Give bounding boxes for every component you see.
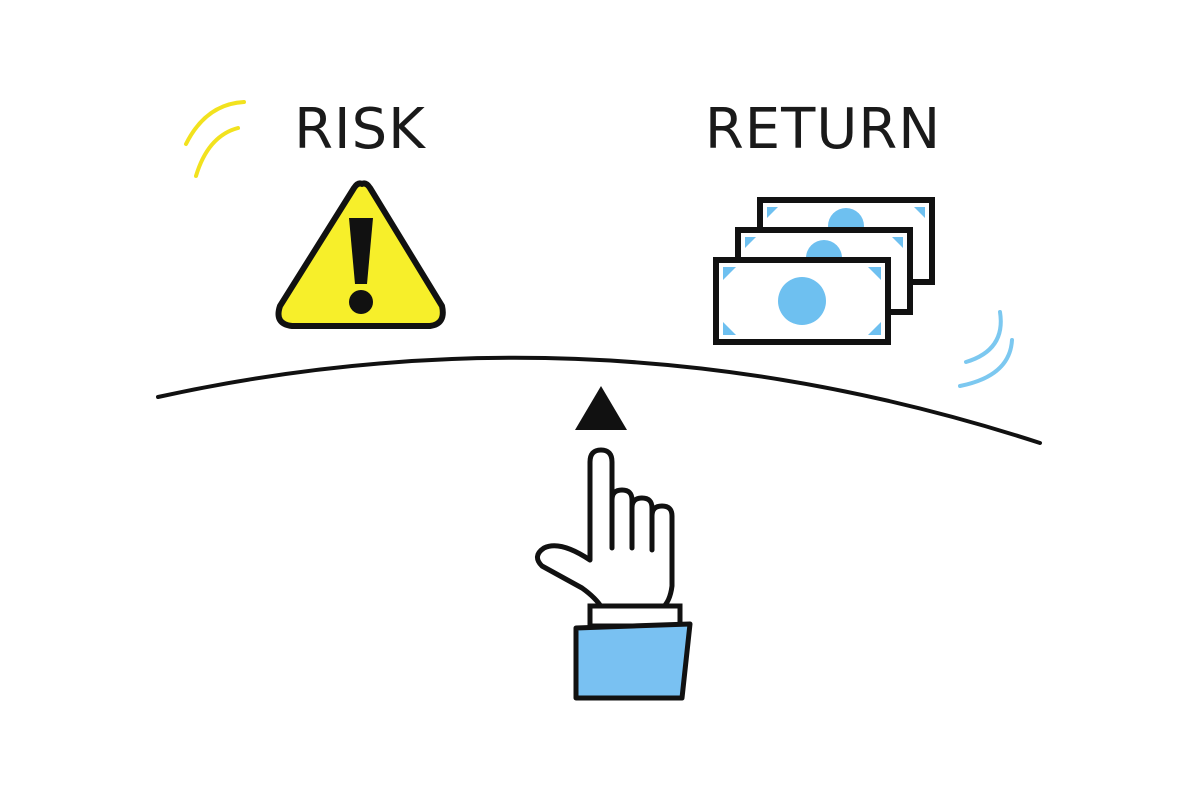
return-motion-lines-icon	[958, 310, 1014, 388]
banknotes-stack-icon	[713, 197, 935, 345]
risk-motion-lines-icon	[184, 100, 246, 178]
return-label: RETURN	[705, 97, 941, 162]
warning-triangle-icon	[275, 180, 446, 329]
sleeve	[573, 621, 693, 701]
fulcrum-triangle-icon	[575, 386, 627, 430]
balance-beam	[156, 355, 1042, 445]
risk-label: RISK	[294, 97, 426, 162]
pointing-hand-icon	[535, 447, 693, 701]
banknote-front	[713, 257, 891, 345]
